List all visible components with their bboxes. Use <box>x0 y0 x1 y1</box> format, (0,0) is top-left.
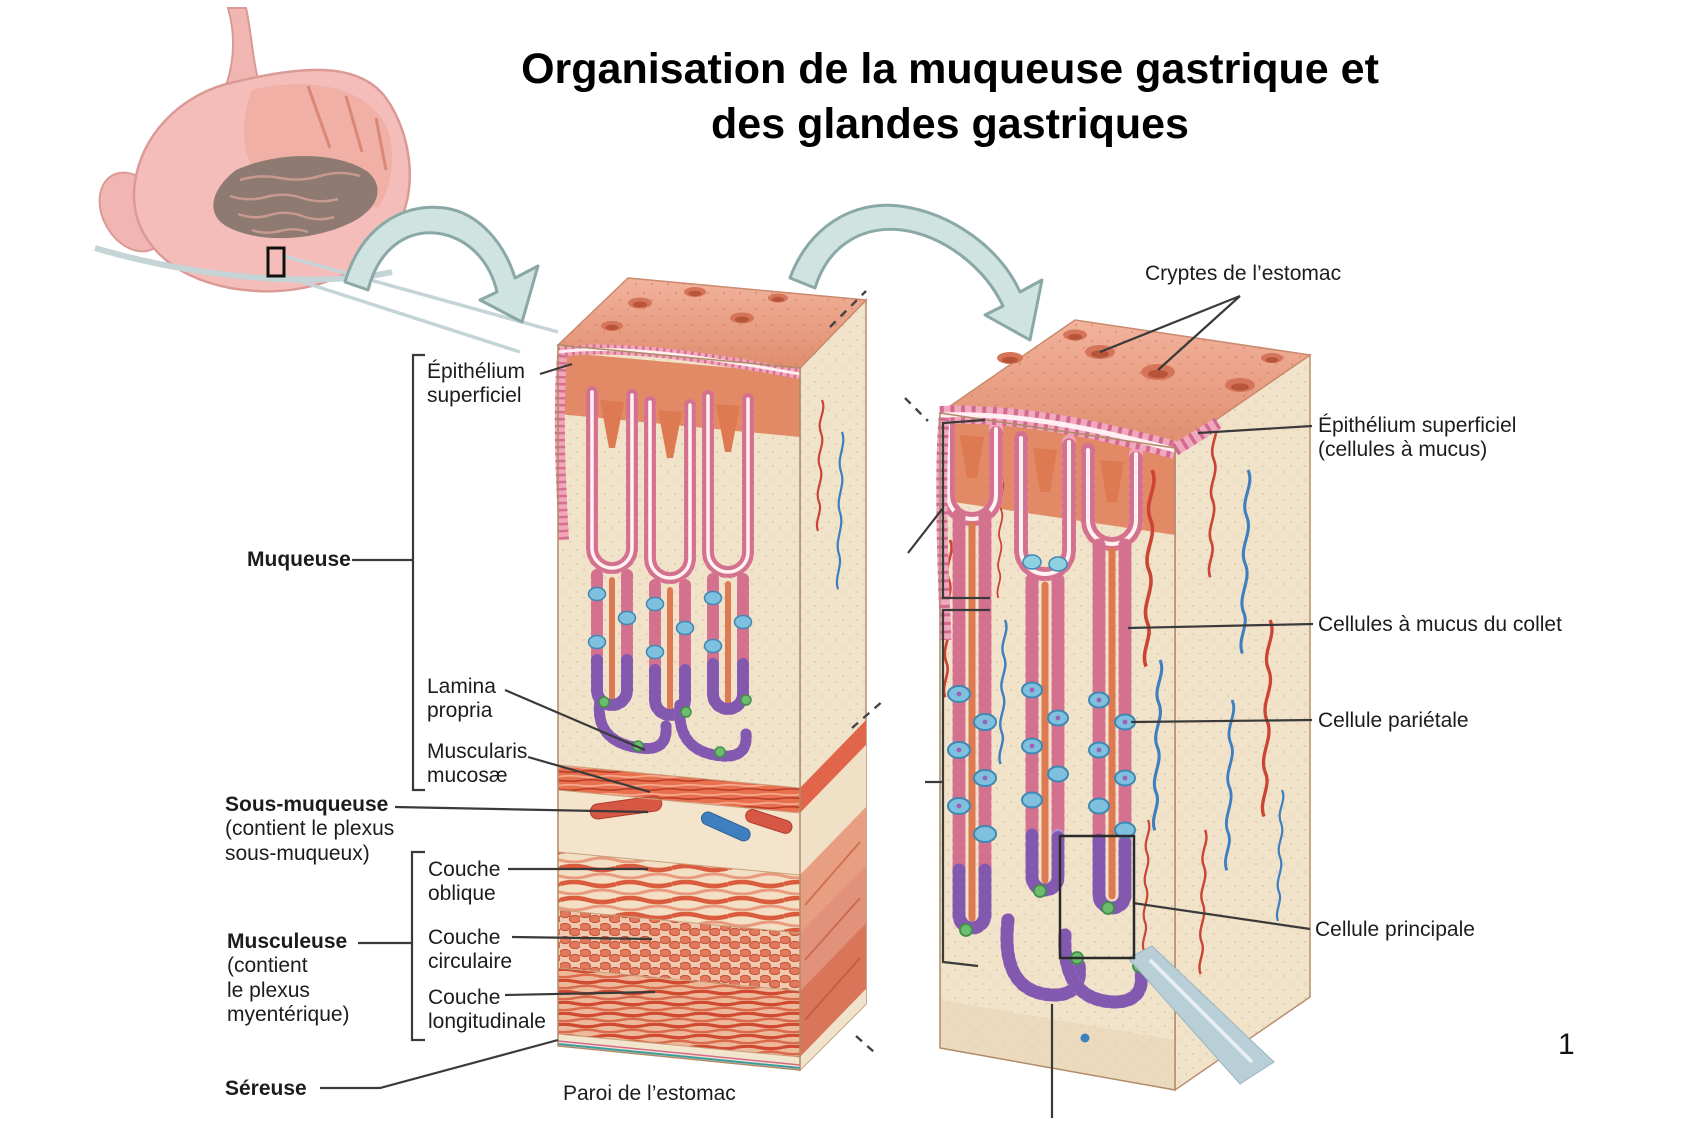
leader-lines <box>320 294 1314 1118</box>
blue-vessel-dot <box>1080 1033 1090 1043</box>
left-block-parietal-cells <box>587 586 753 660</box>
stomach-illustration <box>94 7 559 354</box>
label-epithelium-superficiel-right: Épithélium superficiel (cellules à mucus… <box>1318 414 1548 463</box>
stomach-wall-block <box>554 277 868 1072</box>
right-block-parietal-cells <box>947 681 1136 843</box>
caption-paroi-estomac: Paroi de l’estomac <box>563 1082 736 1105</box>
label-couche-longitudinale: Couche longitudinale <box>428 986 546 1034</box>
slide-title-line-2: des glandes gastriques <box>711 99 1189 148</box>
label-sous-muqueuse: Sous-muqueuse (contient le plexus sous-m… <box>225 793 413 866</box>
right-block-side-face <box>1174 353 1311 1092</box>
label-cellule-principale: Cellule principale <box>1315 918 1475 941</box>
gastric-pits-top-right-block <box>997 329 1283 392</box>
label-cellules-a-mucus-du-collet: Cellules à mucus du collet <box>1318 613 1562 636</box>
slide-title: Organisation de la muqueuse gastrique et… <box>330 42 1570 151</box>
label-muqueuse: Muqueuse <box>247 548 351 571</box>
muscularis-mucosae-layer <box>558 765 800 813</box>
label-sous-muqueuse-note: (contient le plexus sous-muqueux) <box>225 817 395 865</box>
probe-swoosh <box>1127 945 1275 1085</box>
label-sous-muqueuse-name: Sous-muqueuse <box>225 793 389 816</box>
label-musculeuse: Musculeuse (contient le plexus myentériq… <box>227 930 357 1027</box>
page-number: 1 <box>1558 1028 1575 1061</box>
oblique-muscle-layer <box>558 852 800 933</box>
label-cryptes-estomac: Cryptes de l’estomac <box>1145 262 1342 285</box>
label-sereuse: Séreuse <box>225 1077 307 1100</box>
sample-region-marker <box>266 246 286 278</box>
label-muscularis-mucosae: Muscularis mucosæ <box>427 740 528 788</box>
left-block-top-face <box>556 277 868 369</box>
right-block-front-face <box>936 405 1222 1091</box>
zoom-arrow-left <box>343 205 540 324</box>
label-couche-circulaire: Couche circulaire <box>428 926 513 974</box>
longitudinal-muscle-layer <box>558 968 800 1057</box>
label-epithelium-superficiel-right-note: (cellules à mucus) <box>1318 438 1488 462</box>
label-epithelium-superficiel-left: Épithélium superficiel <box>427 360 526 408</box>
left-block-surface-epithelium <box>554 344 801 541</box>
left-block-side-face <box>799 298 867 1072</box>
left-block-gastric-glands <box>586 386 754 762</box>
label-epithelium-superficiel-right-name: Épithélium superficiel <box>1318 414 1517 437</box>
highlight-rectangle <box>1058 834 1136 960</box>
dashed-connector-lines <box>829 290 929 1053</box>
circular-muscle-layer <box>558 910 800 991</box>
label-musculeuse-note: (contient le plexus myentérique) <box>227 954 350 1027</box>
zoom-arrow-right <box>788 203 1044 342</box>
left-block-front-face <box>554 344 801 1071</box>
label-couche-oblique: Couche oblique <box>428 858 501 906</box>
rugae-lines <box>229 171 361 234</box>
label-musculeuse-name: Musculeuse <box>227 930 348 953</box>
label-cellule-parietale: Cellule pariétale <box>1318 709 1469 732</box>
right-block-parietal-cell-nuclei <box>956 687 1128 809</box>
left-block-enteroendocrine-cells <box>598 694 752 758</box>
slide-title-line-1: Organisation de la muqueuse gastrique et <box>521 45 1379 93</box>
gastric-pits-top-left-block <box>601 287 788 331</box>
gastric-glands-block <box>936 319 1312 1092</box>
label-lamina-propria: Lamina propria <box>427 675 496 723</box>
